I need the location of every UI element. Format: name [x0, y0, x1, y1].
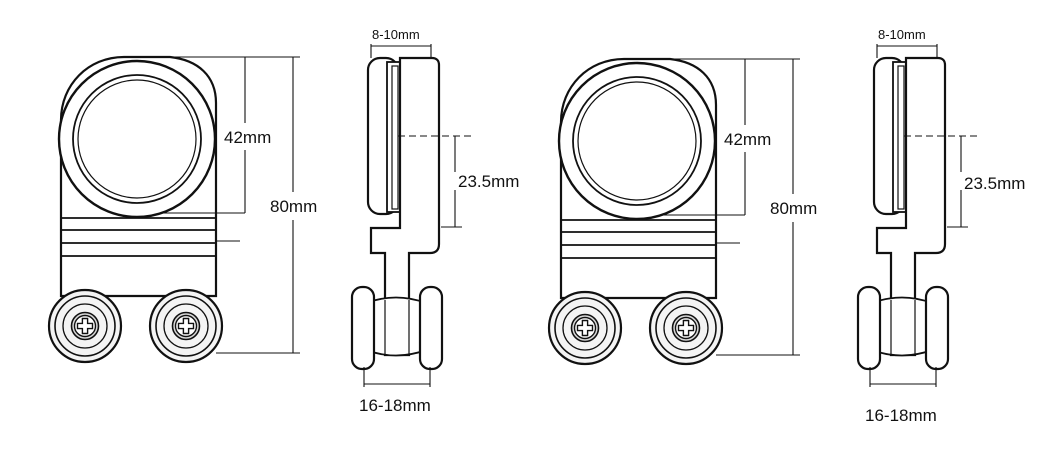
- front-view-2: 42mm 80mm: [549, 59, 817, 364]
- hanger-bracket-front-2: [549, 59, 722, 364]
- hanger-bracket-front-1: [49, 57, 222, 362]
- wheel-diameter-label-2: 42mm: [724, 130, 771, 149]
- side-view-2: 8-10mm 23.5mm 16-18mm: [856, 27, 1025, 425]
- diagram-1: 42mm 80mm 8-10mm 23.5mm 16-18mm: [49, 27, 519, 415]
- hanger-bracket-side-1: [350, 56, 444, 371]
- wheel-diameter-label-1: 42mm: [224, 128, 271, 147]
- front-view-1: 42mm 80mm: [49, 57, 317, 362]
- height-label-1: 80mm: [270, 197, 317, 216]
- offset-label-2: 23.5mm: [964, 174, 1025, 193]
- offset-label-1: 23.5mm: [458, 172, 519, 191]
- glass-thickness-label-1: 8-10mm: [372, 27, 420, 42]
- track-width-label-2: 16-18mm: [865, 406, 937, 425]
- track-width-label-1: 16-18mm: [359, 396, 431, 415]
- glass-thickness-label-2: 8-10mm: [878, 27, 926, 42]
- hanger-bracket-side-2: [856, 56, 950, 371]
- height-label-2: 80mm: [770, 199, 817, 218]
- diagram-2: 42mm 80mm 8-10mm 23.5mm 16-18mm: [549, 27, 1025, 425]
- side-view-1: 8-10mm 23.5mm 16-18mm: [350, 27, 519, 415]
